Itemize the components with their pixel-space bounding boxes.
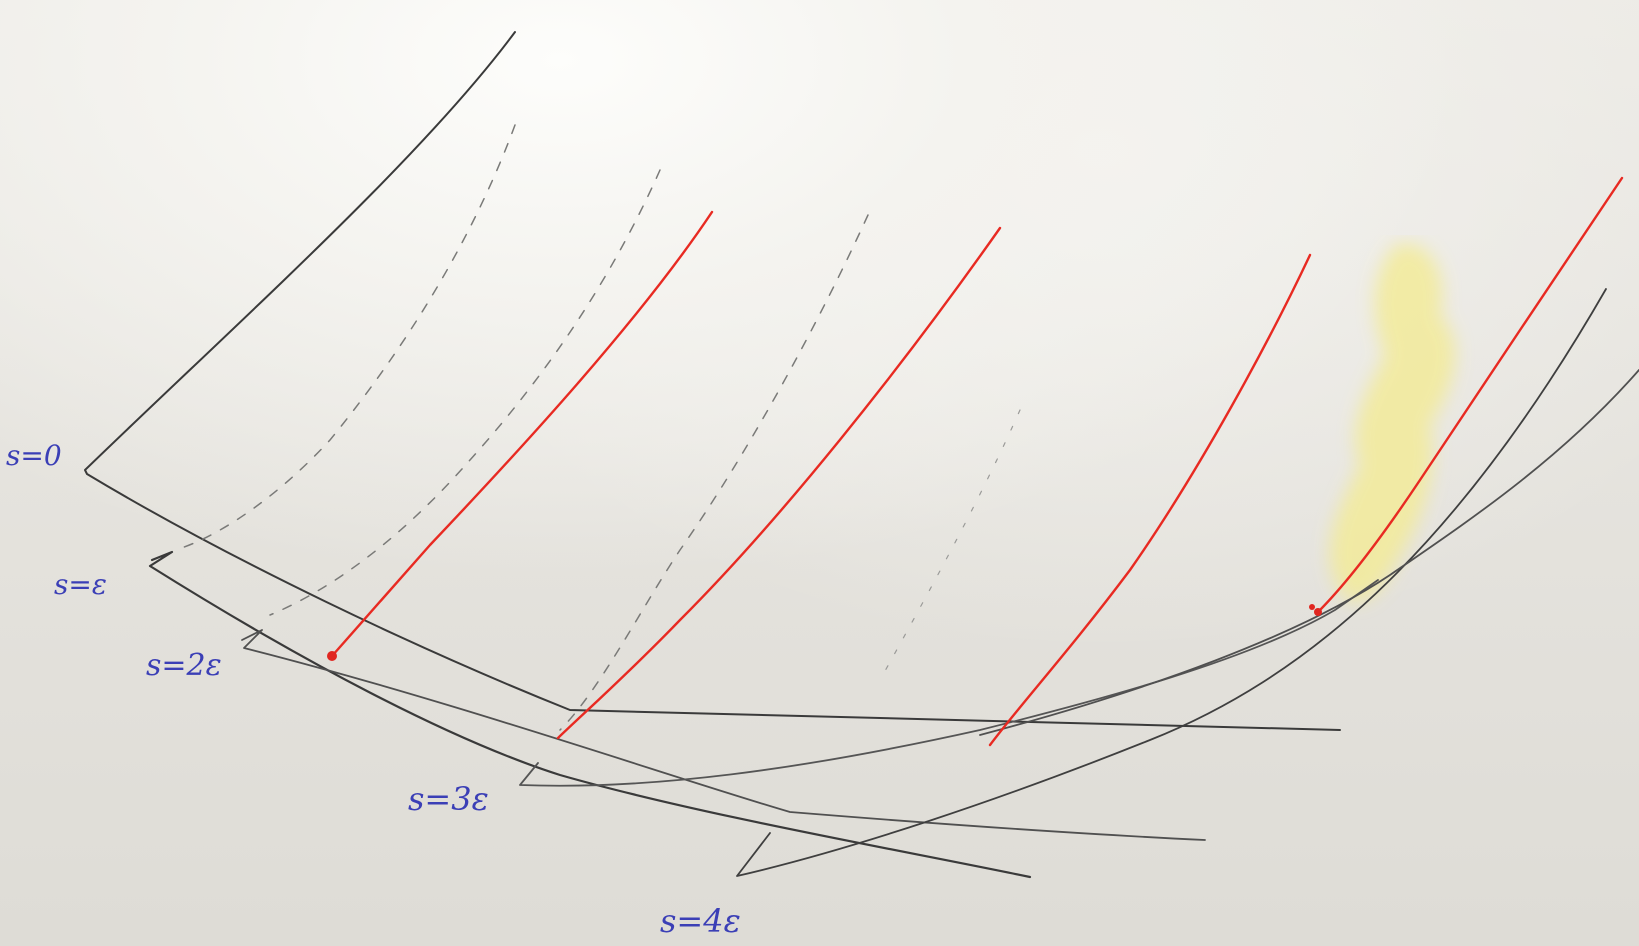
curve-s-2eps xyxy=(241,629,1206,841)
ruling-red-1 xyxy=(330,210,714,658)
contact-point-2 xyxy=(1314,608,1322,616)
ruling-dashed-1 xyxy=(174,124,516,551)
curve-s-4eps xyxy=(736,288,1607,877)
curve-s0 xyxy=(84,31,1341,731)
label-s-4eps: s=4ε xyxy=(660,902,741,940)
label-s-3eps: s=3ε xyxy=(408,780,489,818)
contact-point-1 xyxy=(327,651,337,661)
ruling-dashed-3 xyxy=(559,214,869,731)
curve-s-3eps xyxy=(519,579,1379,787)
ruling-red-3 xyxy=(988,253,1312,747)
ruling-dashed-4 xyxy=(879,409,1021,681)
ruling-dashed-2 xyxy=(269,169,661,616)
ruling-red-2 xyxy=(556,226,1002,740)
label-s-eps: s=ε xyxy=(54,568,107,601)
contact-point-3 xyxy=(1309,604,1315,610)
curve-envelope-right xyxy=(979,369,1639,736)
ruling-red-4 xyxy=(1316,176,1624,614)
label-s0: s=0 xyxy=(6,439,62,472)
label-s-2eps: s=2ε xyxy=(146,648,222,683)
curve-s-eps xyxy=(148,550,1032,879)
